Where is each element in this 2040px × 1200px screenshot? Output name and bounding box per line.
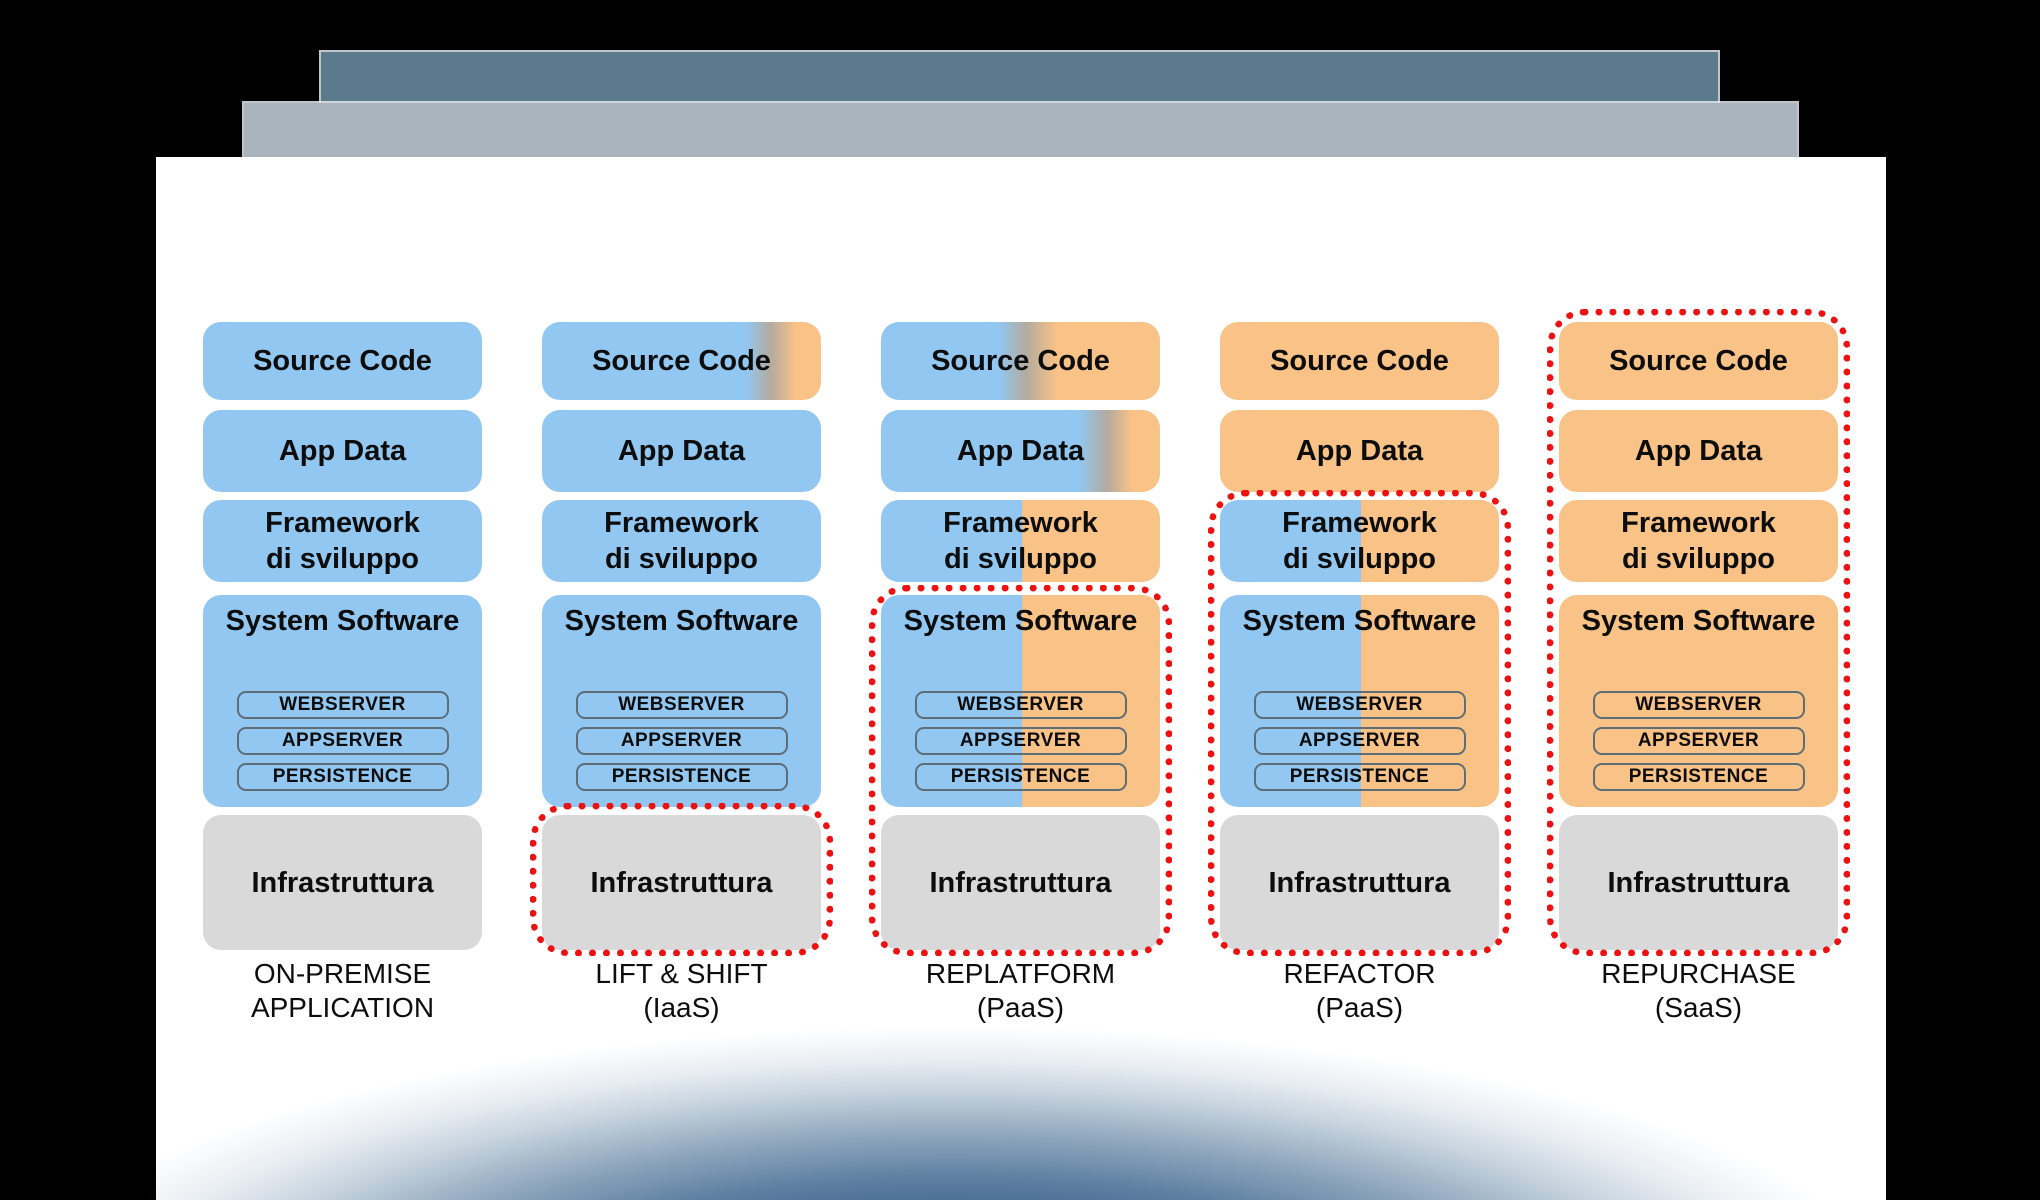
app-data-label: App Data	[1634, 435, 1763, 467]
framework-box: Framework di sviluppo	[1220, 500, 1499, 582]
source-code-label: Source Code	[592, 345, 771, 377]
appserver-pill: APPSERVER	[1592, 727, 1805, 755]
source-code-box: Source Code	[1220, 322, 1499, 400]
framework-label-line2: di sviluppo	[1282, 543, 1437, 575]
system-software-pills: WEBSERVER APPSERVER PERSISTENCE	[881, 691, 1160, 799]
appserver-pill: APPSERVER	[575, 727, 788, 755]
persistence-pill: PERSISTENCE	[1592, 763, 1805, 791]
system-software-box: System Software WEBSERVER APPSERVER PERS…	[203, 595, 482, 807]
framework-box: Framework di sviluppo	[1559, 500, 1838, 582]
source-code-box: Source Code	[1559, 322, 1838, 400]
framework-box: Framework di sviluppo	[203, 500, 482, 582]
framework-label-line1: Framework	[943, 507, 1098, 539]
appserver-pill: APPSERVER	[1253, 727, 1466, 755]
appserver-pill: APPSERVER	[914, 727, 1127, 755]
column-label-line1: LIFT & SHIFT	[595, 958, 768, 989]
system-software-label: System Software	[225, 605, 460, 637]
webserver-pill: WEBSERVER	[1592, 691, 1805, 719]
webserver-pill: WEBSERVER	[914, 691, 1127, 719]
app-data-box: App Data	[203, 410, 482, 492]
framework-label-line2: di sviluppo	[943, 543, 1098, 575]
framework-label-line2: di sviluppo	[265, 543, 420, 575]
system-software-pills: WEBSERVER APPSERVER PERSISTENCE	[542, 691, 821, 799]
column-label-line1: REPURCHASE	[1601, 958, 1796, 989]
app-data-box: App Data	[1559, 410, 1838, 492]
persistence-pill: PERSISTENCE	[1253, 763, 1466, 791]
infrastruttura-label: Infrastruttura	[929, 866, 1112, 899]
column-label-repurchase: REPURCHASE (SaaS)	[1539, 957, 1858, 1025]
app-data-label: App Data	[617, 435, 746, 467]
infrastruttura-box: Infrastruttura	[881, 815, 1160, 950]
source-code-label: Source Code	[253, 345, 432, 377]
system-software-box: System Software WEBSERVER APPSERVER PERS…	[1559, 595, 1838, 807]
source-code-label: Source Code	[1609, 345, 1788, 377]
system-software-label: System Software	[1581, 605, 1816, 637]
infrastruttura-label: Infrastruttura	[590, 866, 773, 899]
source-code-label: Source Code	[1270, 345, 1449, 377]
webserver-pill: WEBSERVER	[575, 691, 788, 719]
column-on-premise: Source Code App Data Framework di svilup…	[203, 322, 482, 1023]
column-lift-and-shift: Source Code App Data Framework di svilup…	[542, 322, 821, 1023]
column-label-line1: REPLATFORM	[925, 958, 1116, 989]
column-label-line2: APPLICATION	[250, 992, 435, 1023]
system-software-box: System Software WEBSERVER APPSERVER PERS…	[881, 595, 1160, 807]
framework-label-line1: Framework	[1282, 507, 1437, 539]
column-label-line2: (SaaS)	[1654, 992, 1743, 1023]
column-label-line1: REFACTOR	[1283, 958, 1436, 989]
framework-label-line1: Framework	[1621, 507, 1776, 539]
column-label-refactor: REFACTOR (PaaS)	[1200, 957, 1519, 1025]
webserver-pill: WEBSERVER	[1253, 691, 1466, 719]
framework-label-line2: di sviluppo	[604, 543, 759, 575]
system-software-box: System Software WEBSERVER APPSERVER PERS…	[1220, 595, 1499, 807]
column-label-replatform: REPLATFORM (PaaS)	[861, 957, 1180, 1025]
column-label-lift-and-shift: LIFT & SHIFT (IaaS)	[522, 957, 841, 1025]
framework-label-line2: di sviluppo	[1621, 543, 1776, 575]
framework-box: Framework di sviluppo	[542, 500, 821, 582]
system-software-label: System Software	[1242, 605, 1477, 637]
system-software-pills: WEBSERVER APPSERVER PERSISTENCE	[203, 691, 482, 799]
framework-box: Framework di sviluppo	[881, 500, 1160, 582]
app-data-box: App Data	[542, 410, 821, 492]
infrastruttura-box: Infrastruttura	[1220, 815, 1499, 950]
source-code-box: Source Code	[542, 322, 821, 400]
column-label-line2: (IaaS)	[643, 992, 720, 1023]
system-software-pills: WEBSERVER APPSERVER PERSISTENCE	[1559, 691, 1838, 799]
column-replatform: Source Code App Data Framework di svilup…	[881, 322, 1160, 1023]
persistence-pill: PERSISTENCE	[236, 763, 449, 791]
app-data-box: App Data	[1220, 410, 1499, 492]
slide-canvas: Source Code App Data Framework di svilup…	[156, 157, 1886, 1200]
system-software-box: System Software WEBSERVER APPSERVER PERS…	[542, 595, 821, 807]
infrastruttura-box: Infrastruttura	[542, 815, 821, 950]
header-bar-dark	[321, 52, 1718, 104]
source-code-label: Source Code	[931, 345, 1110, 377]
framework-label-line1: Framework	[265, 507, 420, 539]
webserver-pill: WEBSERVER	[236, 691, 449, 719]
source-code-box: Source Code	[881, 322, 1160, 400]
persistence-pill: PERSISTENCE	[914, 763, 1127, 791]
column-refactor: Source Code App Data Framework di svilup…	[1220, 322, 1499, 1023]
persistence-pill: PERSISTENCE	[575, 763, 788, 791]
app-data-label: App Data	[1295, 435, 1424, 467]
app-data-label: App Data	[278, 435, 407, 467]
infrastruttura-label: Infrastruttura	[1268, 866, 1451, 899]
column-repurchase: Source Code App Data Framework di svilup…	[1559, 322, 1838, 1023]
infrastruttura-label: Infrastruttura	[251, 866, 434, 899]
column-label-line2: (PaaS)	[1315, 992, 1404, 1023]
app-data-label: App Data	[956, 435, 1085, 467]
system-software-label: System Software	[564, 605, 799, 637]
column-label-line2: (PaaS)	[976, 992, 1065, 1023]
header-bar-gray	[244, 103, 1797, 157]
infrastruttura-box: Infrastruttura	[203, 815, 482, 950]
app-data-box: App Data	[881, 410, 1160, 492]
appserver-pill: APPSERVER	[236, 727, 449, 755]
system-software-label: System Software	[903, 605, 1138, 637]
column-label-line1: ON-PREMISE	[253, 958, 432, 989]
infrastruttura-box: Infrastruttura	[1559, 815, 1838, 950]
system-software-pills: WEBSERVER APPSERVER PERSISTENCE	[1220, 691, 1499, 799]
column-label-on-premise: ON-PREMISE APPLICATION	[183, 957, 502, 1025]
infrastruttura-label: Infrastruttura	[1607, 866, 1790, 899]
framework-label-line1: Framework	[604, 507, 759, 539]
source-code-box: Source Code	[203, 322, 482, 400]
